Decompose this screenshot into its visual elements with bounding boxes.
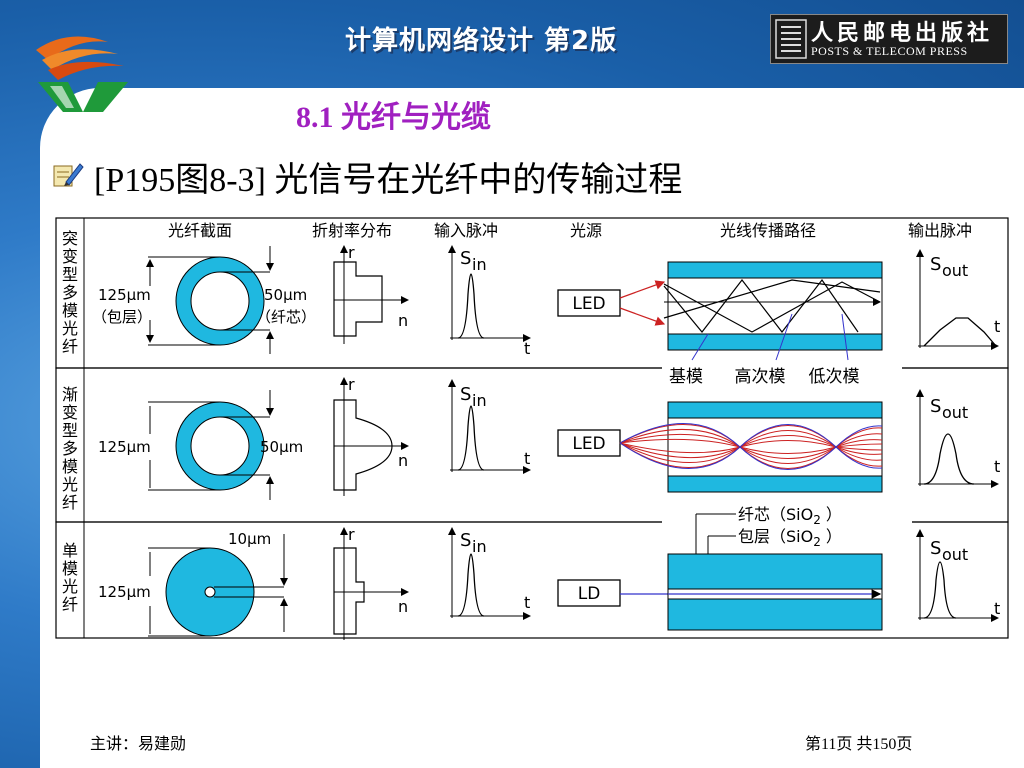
header-input-pulse: 输入脉冲 [434, 221, 498, 240]
svg-text:125μm: 125μm [98, 438, 151, 456]
svg-text:r: r [348, 375, 355, 394]
page-indicator: 第11页 共150页 [805, 736, 913, 753]
svg-text:t: t [994, 599, 1000, 618]
publisher-english-name: POSTS & TELECOM PRESS [811, 44, 968, 58]
mode-label-high-order: 高次模 [735, 367, 786, 387]
svg-text:S: S [460, 384, 471, 405]
svg-text:n: n [398, 451, 408, 470]
header-light-source: 光源 [570, 221, 602, 240]
publisher-badge: 人民邮电出版社 POSTS & TELECOM PRESS [770, 14, 1008, 64]
cladding-label: 包层（SiO2 ） [738, 527, 842, 549]
svg-text:50μm: 50μm [260, 438, 303, 456]
publisher-emblem-icon [775, 19, 807, 59]
svg-text:r: r [348, 525, 355, 544]
bullet-text: [P195图8-3] 光信号在光纤中的传输过程 [94, 162, 683, 199]
row-graded-index: 125μm 50μm r n S in t LED [98, 375, 1000, 500]
row-label-0: 突变型多模光纤 [62, 229, 78, 356]
svg-text:out: out [942, 403, 968, 422]
row-single-mode: 125μm 10μm r n S in t LD S out t [98, 525, 1000, 640]
mode-label-fundamental: 基模 [669, 367, 703, 387]
mode-label-low-order: 低次模 [809, 367, 860, 387]
svg-text:S: S [460, 530, 471, 551]
publisher-name: 人民邮电出版社 [811, 20, 994, 46]
svg-text:S: S [930, 396, 941, 417]
core-label: 纤芯（SiO2 ） [738, 505, 842, 527]
svg-text:in: in [472, 537, 487, 556]
header-cross-section: 光纤截面 [168, 221, 232, 240]
row-frame-single-mode [55, 521, 1009, 639]
svg-text:out: out [942, 261, 968, 280]
svg-text:n: n [398, 597, 408, 616]
svg-text:t: t [994, 457, 1000, 476]
svg-text:S: S [930, 254, 941, 275]
svg-text:LD: LD [578, 584, 601, 604]
svg-text:t: t [994, 317, 1000, 336]
inner-note: （纤芯） [256, 308, 316, 326]
row-label-1: 渐变型多模光纤 [62, 385, 78, 512]
svg-text:S: S [460, 248, 471, 269]
inner-dim: 50μm [264, 286, 307, 304]
svg-text:t: t [524, 339, 530, 358]
light-source-label: LED [572, 294, 605, 314]
svg-text:t: t [524, 593, 530, 612]
row-label-2: 单模光纤 [62, 541, 78, 614]
outer-note: （包层） [92, 308, 152, 326]
pencil-note-icon [53, 163, 84, 187]
svg-text:out: out [942, 545, 968, 564]
publisher-logo-icon [36, 36, 128, 112]
course-title: 计算机网络设计 第2版 [345, 26, 618, 56]
header-ray-path: 光线传播路径 [720, 221, 816, 240]
row-step-index: 125μm （包层） 50μm （纤芯） r n S in t LED [92, 243, 1000, 361]
svg-text:S: S [930, 538, 941, 559]
outer-dim: 125μm [98, 286, 151, 304]
core-circle [190, 271, 250, 331]
section-title: 8.1 光纤与光缆 [296, 101, 491, 134]
header-index-profile: 折射率分布 [312, 221, 392, 240]
svg-text:LED: LED [572, 434, 605, 454]
svg-text:in: in [472, 255, 487, 274]
lecturer-name: 主讲：易建勋 [90, 736, 187, 753]
svg-text:10μm: 10μm [228, 530, 271, 548]
svg-text:in: in [472, 391, 487, 410]
fiber-transmission-figure: 光纤截面 折射率分布 输入脉冲 光源 光线传播路径 输出脉冲 突变型多模光纤渐变… [52, 214, 1014, 644]
svg-text:125μm: 125μm [98, 583, 151, 601]
svg-text:n: n [398, 311, 408, 330]
svg-text:t: t [524, 449, 530, 468]
header-output-pulse: 输出脉冲 [908, 221, 972, 240]
svg-text:r: r [348, 243, 355, 262]
